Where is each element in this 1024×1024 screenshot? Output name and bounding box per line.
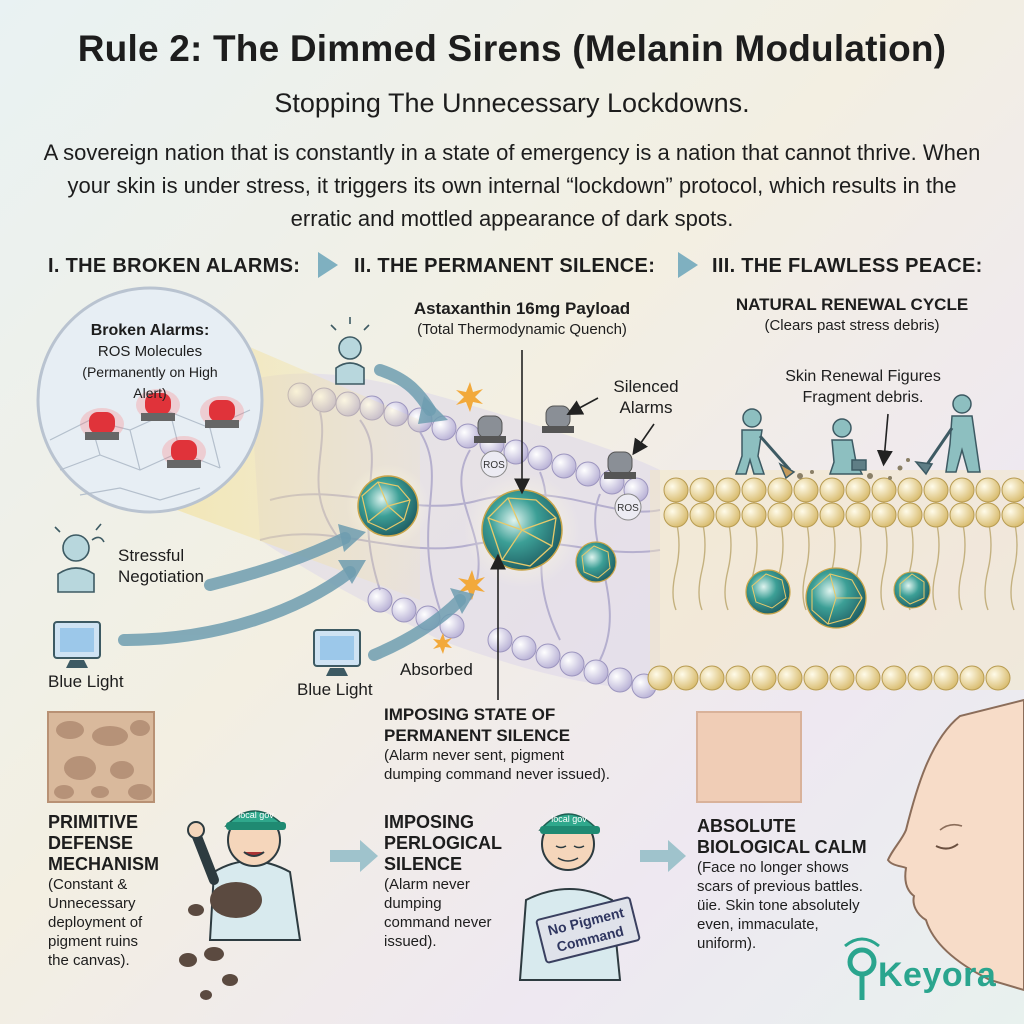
absorbed-label: Absorbed bbox=[400, 660, 473, 679]
calm-face-profile bbox=[886, 698, 1024, 992]
flow-arrow bbox=[368, 594, 466, 661]
astaxanthin-sphere bbox=[745, 569, 791, 615]
renewal-figure-icon bbox=[734, 408, 796, 480]
renewal-figure-icon bbox=[914, 394, 981, 476]
astaxanthin-sphere bbox=[464, 472, 580, 588]
silenced-alarm-icon bbox=[604, 451, 636, 479]
ros-tag: ROS bbox=[480, 450, 508, 478]
debris bbox=[797, 458, 910, 480]
renewal-label: NATURAL RENEWAL CYCLE (Clears past stres… bbox=[735, 295, 969, 334]
arrow-right-icon bbox=[640, 840, 686, 872]
blue-light-label: Blue Light bbox=[297, 680, 373, 699]
step-1-label: I. THE BROKEN ALARMS: bbox=[48, 255, 301, 277]
ros-tag: ROS bbox=[614, 493, 642, 521]
silence-label: IMPOSING STATE OF PERMANENT SILENCE (Ala… bbox=[384, 705, 610, 783]
keyora-logo-icon bbox=[844, 937, 880, 1000]
primitive-defense-caption: PRIMITIVE DEFENSE MECHANISM (Constant & … bbox=[48, 812, 159, 969]
perlogical-silence-caption: IMPOSING PERLOGICAL SILENCE (Alarm never… bbox=[384, 812, 503, 950]
red-alarm-icon bbox=[136, 389, 180, 421]
svg-text:ROS: ROS bbox=[617, 503, 639, 514]
stress-label: Stressful Negotiation bbox=[118, 546, 205, 586]
step-2-label: II. THE PERMANENT SILENCE: bbox=[354, 255, 656, 277]
svg-text:local gov: local gov bbox=[551, 814, 587, 824]
monitor-icon bbox=[53, 621, 101, 668]
silenced-alarm-icon bbox=[474, 415, 506, 443]
stressed-person-icon bbox=[54, 523, 105, 593]
astaxanthin-sphere bbox=[893, 571, 931, 609]
flow-arrow bbox=[204, 532, 351, 591]
pigment-blobs bbox=[179, 882, 262, 1000]
silenced-alarm-icon bbox=[542, 405, 574, 433]
silenced-alarms-label: Silenced Alarms bbox=[613, 377, 679, 417]
arrow-right-icon bbox=[330, 840, 378, 872]
astaxanthin-sphere bbox=[346, 464, 430, 548]
brand-logo-text: Keyora bbox=[878, 956, 997, 994]
red-alarm-icon bbox=[80, 408, 124, 440]
spark-burst-icon bbox=[458, 570, 485, 600]
red-alarm-icon bbox=[200, 396, 244, 428]
alarm-inset bbox=[36, 286, 264, 514]
biological-calm-caption: ABSOLUTE BIOLOGICAL CALM (Face no longer… bbox=[697, 816, 867, 952]
arrow-right-icon bbox=[678, 252, 698, 278]
astaxanthin-sphere bbox=[575, 541, 617, 583]
person-icon bbox=[330, 317, 370, 385]
step-3-label: III. THE FLAWLESS PEACE: bbox=[712, 255, 983, 277]
svg-text:ROS: ROS bbox=[483, 460, 505, 471]
monitor-icon bbox=[313, 629, 361, 676]
spark-burst-icon bbox=[433, 633, 452, 654]
page-title: Rule 2: The Dimmed Sirens (Melanin Modul… bbox=[77, 28, 947, 69]
renewal-figure-icon bbox=[828, 418, 867, 475]
svg-text:local gov: local gov bbox=[238, 810, 274, 820]
spark-burst-icon bbox=[456, 382, 483, 412]
page-subtitle: Stopping The Unnecessary Lockdowns. bbox=[274, 88, 750, 118]
payload-label: Astaxanthin 16mg Payload (Total Thermody… bbox=[413, 299, 631, 338]
smooth-skin-swatch bbox=[696, 711, 802, 803]
inset-label: Broken Alarms: ROS Molecules (Permanentl… bbox=[82, 322, 218, 401]
astaxanthin-sphere bbox=[805, 567, 867, 629]
figures-label: Skin Renewal Figures Fragment debris. bbox=[785, 368, 941, 406]
intro-paragraph: A sovereign nation that is constantly in… bbox=[43, 140, 981, 231]
arrow-right-icon bbox=[318, 252, 338, 278]
mottled-skin-swatch bbox=[47, 711, 155, 803]
no-pigment-sign: No Pigment Command bbox=[535, 896, 641, 964]
angry-official-figure: local gov bbox=[187, 810, 302, 941]
red-alarm-icon bbox=[162, 436, 206, 468]
blue-light-label: Blue Light bbox=[48, 672, 124, 691]
flow-arrow bbox=[118, 566, 356, 646]
